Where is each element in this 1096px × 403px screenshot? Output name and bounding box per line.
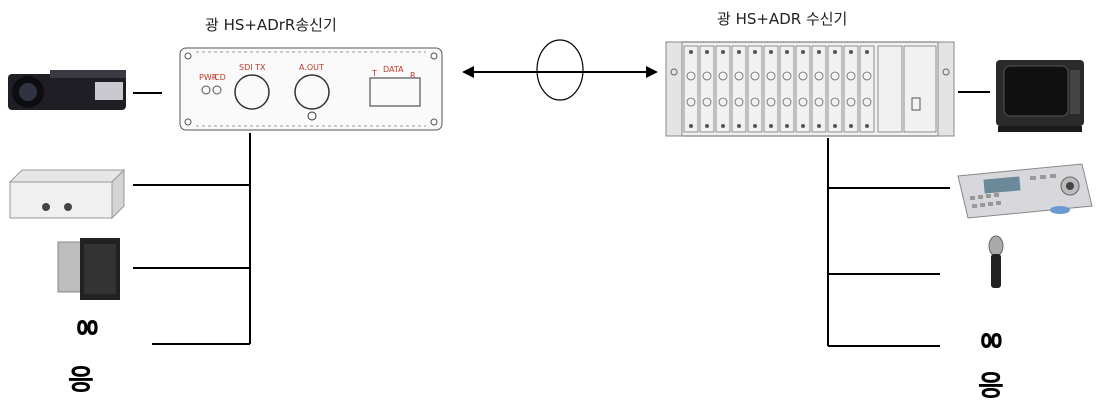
a-out-label: A.OUT [299,63,324,72]
transmitter-title: 광 HS+ADrR송신기 [205,16,337,34]
monitor-icon [996,60,1084,132]
camera-icon [8,70,126,110]
data-label: DATA [383,65,404,74]
pwr-label: PWR [199,73,218,82]
microphone-icon [988,235,1004,288]
optical-link [462,39,658,101]
sdi-tx-label: SDI TX [239,63,266,72]
cd-label: CD [214,73,226,82]
right-speaker-glyph-bottom: 응 [978,369,1004,402]
data-t-label: T [371,69,377,78]
right-speaker-glyph-top: ㆀ [978,325,1004,358]
left-speaker-glyph-top: ㆀ [74,312,100,345]
speaker-icon [57,238,120,300]
data-r-label: R [410,71,416,80]
receiver-bus [827,138,950,347]
camera-housing-icon [8,168,126,220]
receiver-rack [665,41,955,137]
transmitter-box: PWR CD SDI TX A.OUT DATA T R [179,47,443,131]
transmitter-bus [133,133,251,345]
ptz-keyboard-icon [957,163,1093,219]
left-speaker-glyph-bottom: 응 [68,363,94,396]
receiver-title: 광 HS+ADR 수신기 [717,10,848,28]
